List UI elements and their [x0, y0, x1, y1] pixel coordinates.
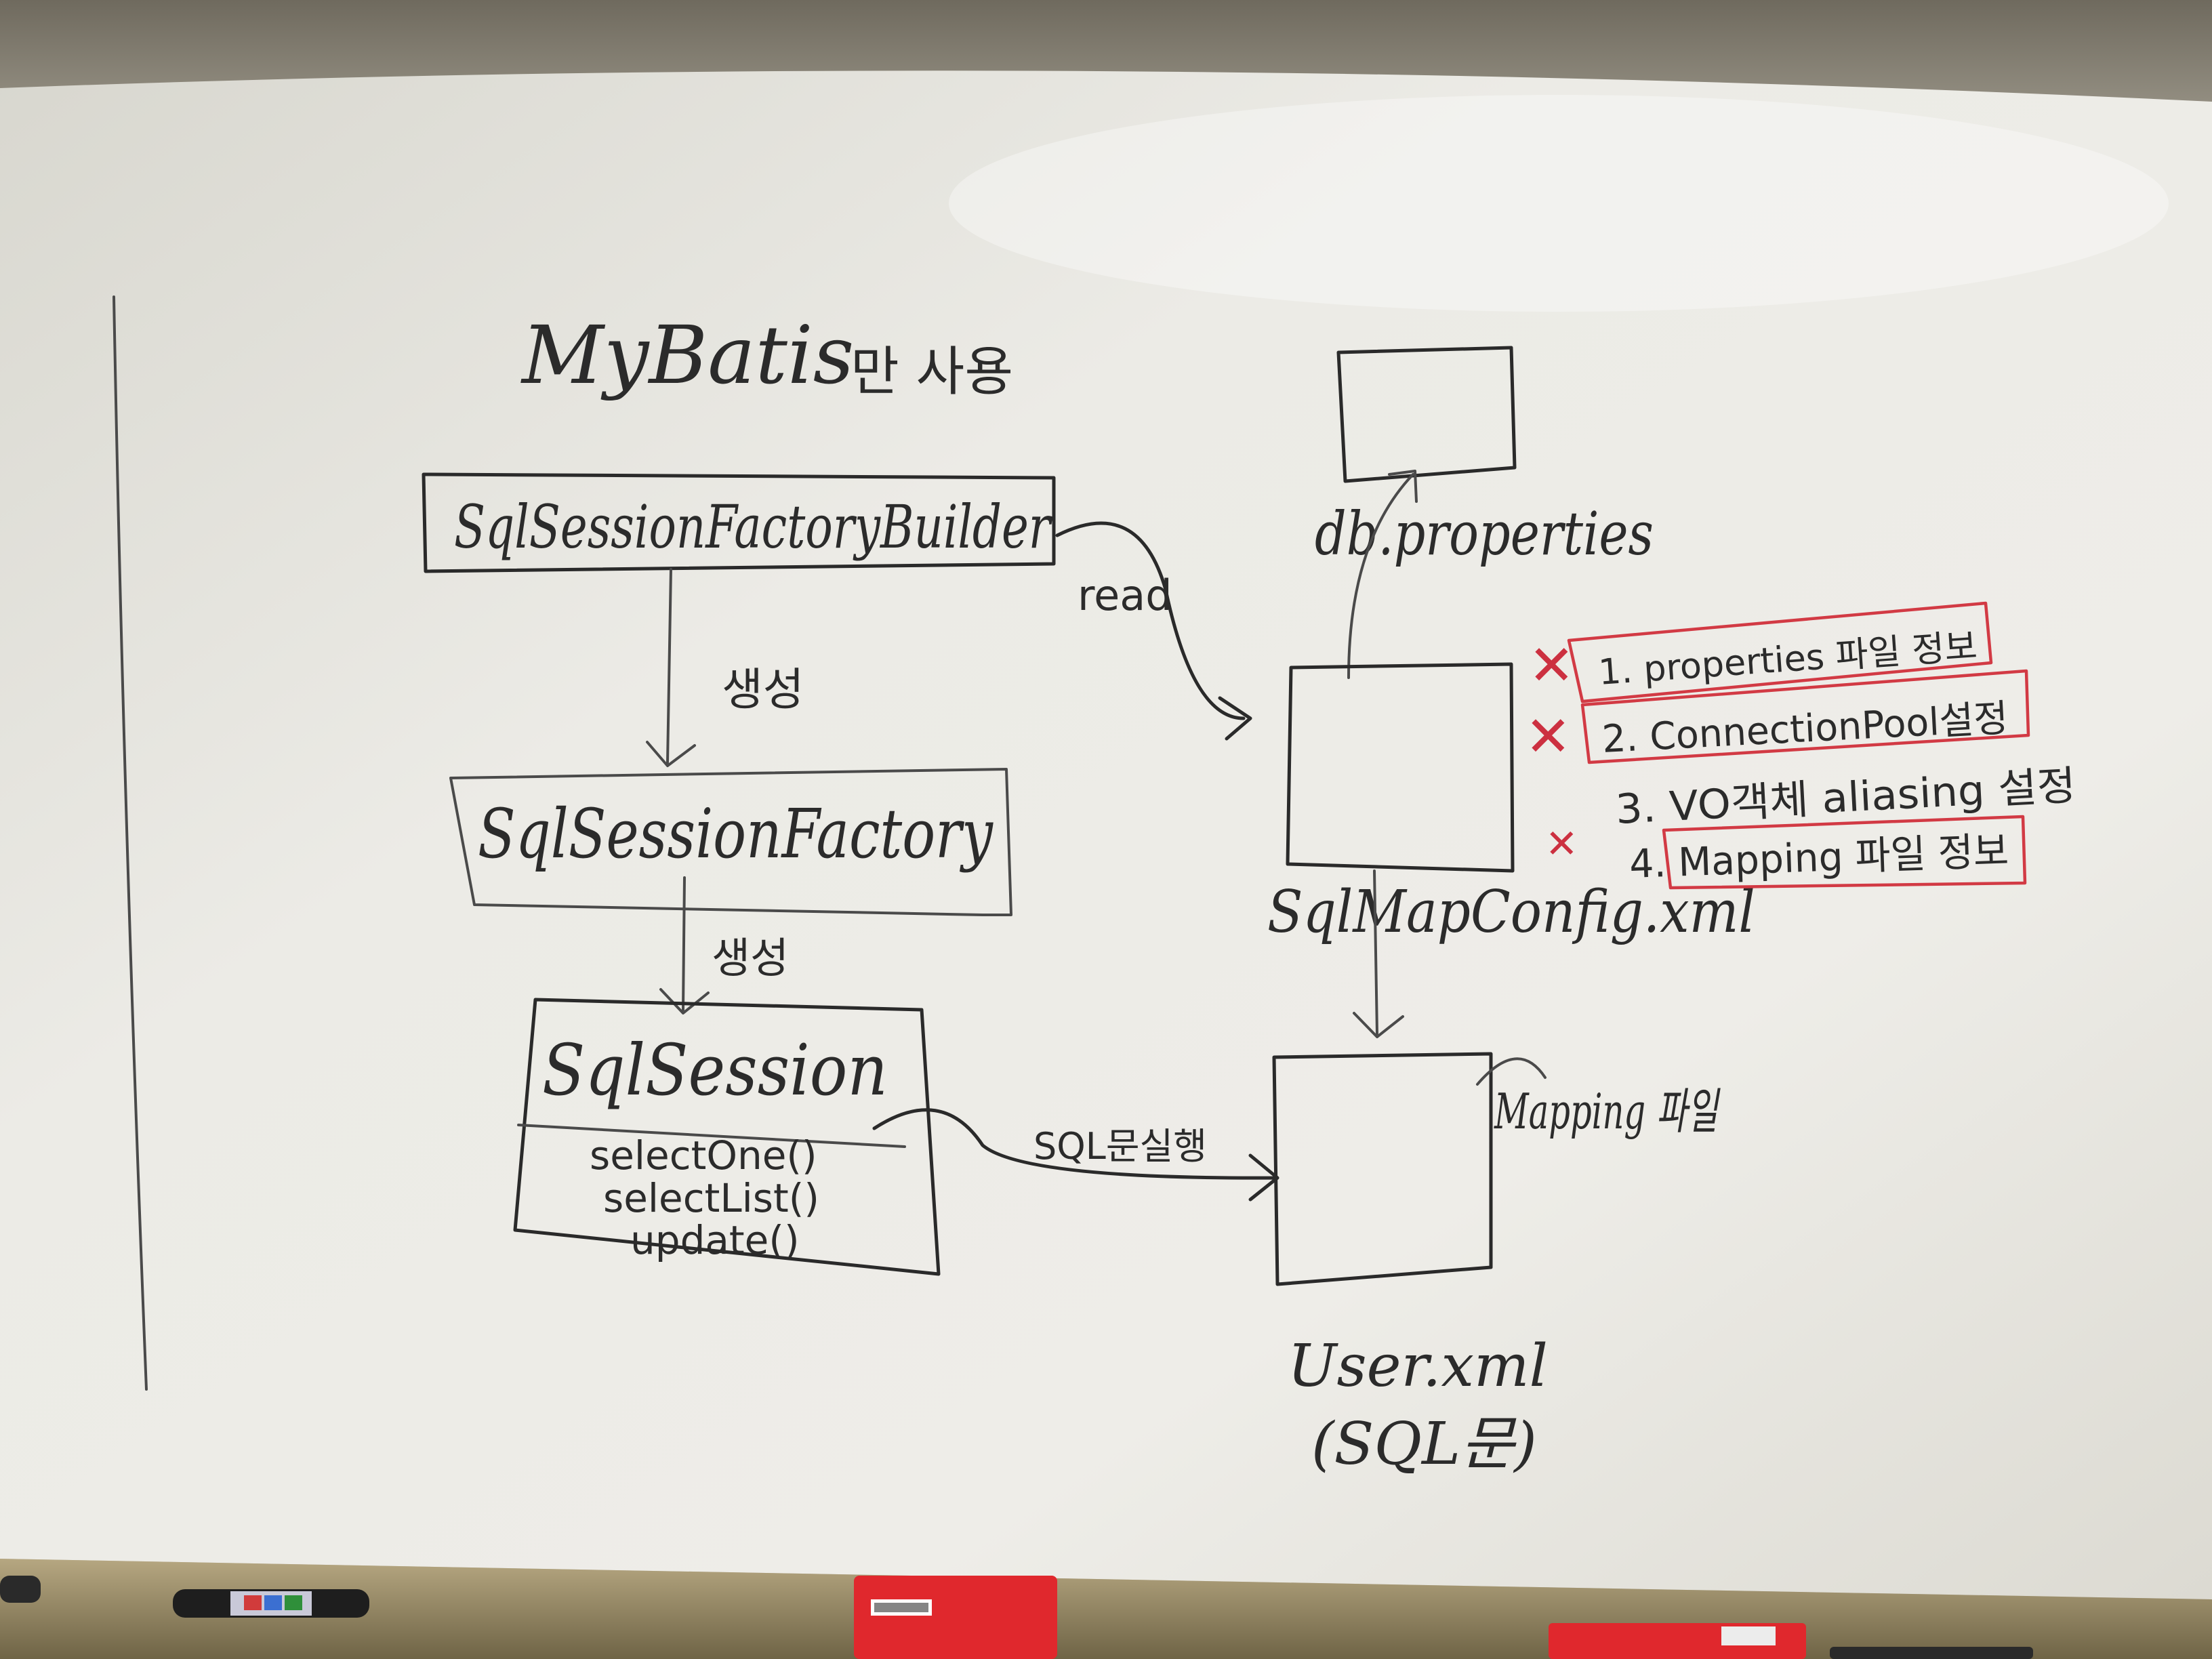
session-box — [513, 998, 941, 1276]
config-item-2-box — [1580, 669, 2030, 764]
arrow-config-to-db — [1347, 470, 1418, 679]
mapping-pointer — [1476, 1057, 1547, 1086]
builder-box — [422, 472, 1056, 573]
config-item-4-box — [1662, 815, 2027, 890]
factory-box — [449, 768, 1012, 916]
board-title: MyBatis — [520, 308, 854, 402]
whiteboard-surface — [0, 70, 2212, 1600]
arrow-create-label-1: 생성 — [722, 663, 804, 716]
db-properties-box — [1336, 346, 1517, 483]
marker-left — [0, 1576, 41, 1603]
config-mark-2: ✕ — [1525, 705, 1572, 769]
config-label: SqlMapConfig.xml — [1267, 878, 1755, 946]
arrow-factory-to-session — [659, 876, 710, 1015]
session-divider — [517, 1124, 906, 1148]
config-item-1-box — [1567, 601, 1993, 703]
db-properties-label: db.properties — [1315, 499, 1654, 569]
config-box — [1286, 662, 1515, 873]
factory-label: SqlSessionFactory — [478, 794, 994, 874]
mapping-side-label: Mapping 파일 — [1494, 1083, 1721, 1140]
user-xml-box — [1272, 1052, 1493, 1286]
marker-right — [1830, 1647, 2033, 1659]
arrow-read-label: read — [1078, 571, 1172, 620]
arrow-sql-execute — [872, 1108, 1279, 1202]
board-title-suffix: 만 사용 — [851, 342, 1013, 403]
left-divider-line — [112, 295, 148, 1391]
board-glare — [949, 95, 2169, 312]
eraser-right — [1549, 1623, 1806, 1659]
session-method-1: selectOne() — [590, 1132, 817, 1179]
config-mark-1: ✕ — [1528, 634, 1575, 698]
marker-black — [173, 1589, 369, 1618]
config-mark-4: ✕ — [1545, 821, 1578, 867]
arrow-create-label-2: 생성 — [712, 933, 789, 983]
arrow-read — [1055, 521, 1252, 741]
user-xml-label: User.xml — [1288, 1332, 1548, 1400]
user-xml-sublabel: (SQL문) — [1311, 1410, 1537, 1478]
arrow-sql-execute-label: SQL문실행 — [1033, 1125, 1207, 1168]
session-method-2: selectList() — [603, 1175, 819, 1221]
arrow-config-to-user — [1353, 869, 1404, 1038]
session-label: SqlSession — [542, 1029, 888, 1111]
eraser-center — [854, 1576, 1057, 1659]
builder-label: SqlSessionFactoryBuilder — [454, 492, 1053, 562]
arrow-builder-to-factory — [646, 568, 696, 767]
session-method-3: update() — [630, 1217, 800, 1263]
